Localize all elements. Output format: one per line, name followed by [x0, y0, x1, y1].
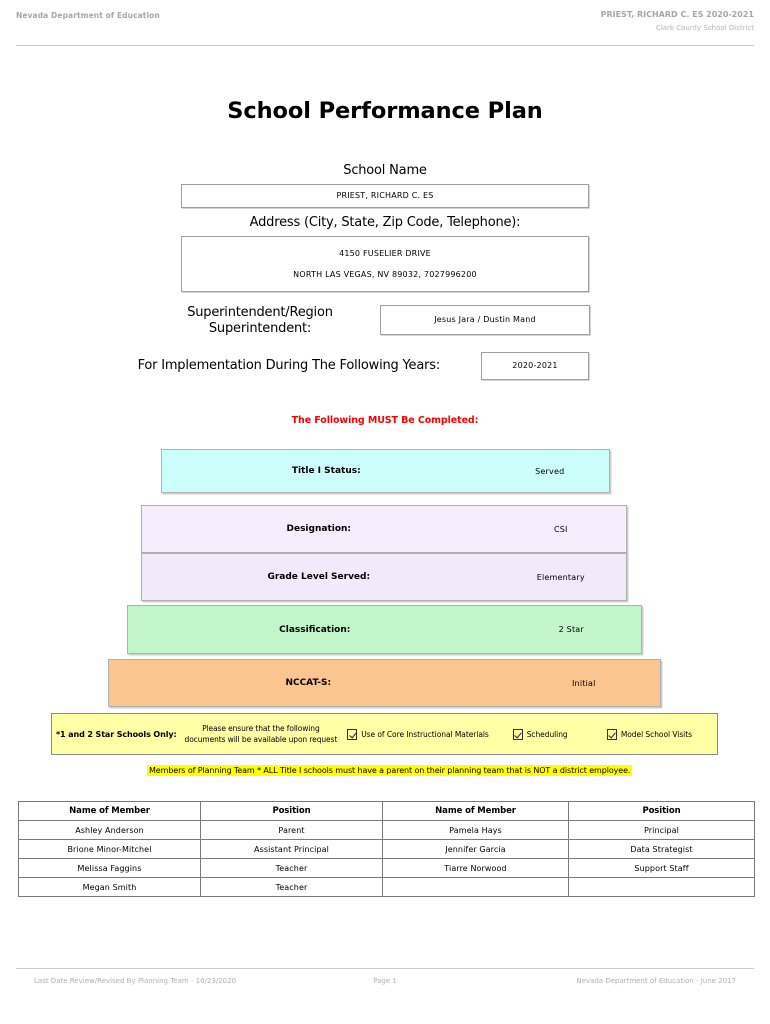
band-classification-label: Classification:: [279, 624, 351, 635]
band-grade-level-served-value: Elementary: [536, 572, 585, 582]
checkbox-core-instructional-materials[interactable]: Use of Core Instructional Materials: [341, 728, 498, 740]
table-row: Brione Minor-Mitchel Assistant Principal…: [18, 839, 755, 859]
page-title: School Performance Plan: [227, 98, 543, 124]
checkmark-icon[interactable]: [606, 728, 617, 740]
cell-member-position[interactable]: Support Staff: [568, 858, 755, 878]
column-header-name-2: Name of Member: [382, 801, 569, 821]
star-schools-note-line-2: documents will be available upon request: [184, 735, 338, 744]
school-name-value: PRIEST, RICHARD C. ES: [336, 191, 434, 201]
table-header-row: Name of Member Position Name of Member P…: [18, 801, 755, 821]
footer-divider: [16, 968, 754, 969]
band-title-i-status-value: Served: [535, 466, 565, 476]
footer-page-number: Page 1: [373, 977, 397, 985]
address-line-2: NORTH LAS VEGAS, NV 89032, 7027996200: [293, 269, 477, 279]
band-nccat-s-value: Initial: [572, 678, 596, 688]
superintendent-value: Jesus Jara / Dustin Mand: [434, 315, 536, 325]
band-classification-value: 2 Star: [558, 625, 584, 634]
column-header-position-2: Position: [568, 801, 755, 821]
cell-member-name[interactable]: Ashley Anderson: [18, 820, 201, 840]
page-header: Nevada Department of Education PRIEST, R…: [0, 0, 770, 48]
footer-source: Nevada Department of Education - June 20…: [576, 977, 736, 985]
cell-member-position[interactable]: Assistant Principal: [200, 839, 383, 859]
required-notice: The Following MUST Be Completed:: [291, 415, 479, 426]
cell-member-position[interactable]: Data Strategist: [568, 839, 755, 859]
cell-member-name[interactable]: Brione Minor-Mitchel: [18, 839, 201, 859]
table-row: Ashley Anderson Parent Pamela Hays Princ…: [18, 820, 755, 840]
checkmark-icon[interactable]: [347, 728, 358, 740]
cell-member-position[interactable]: Principal: [568, 820, 755, 840]
band-classification[interactable]: Classification: 2 Star: [127, 605, 642, 654]
cell-member-position[interactable]: Parent: [200, 820, 383, 840]
star-schools-note: Please ensure that the following documen…: [181, 723, 342, 746]
cell-member-name[interactable]: Pamela Hays: [382, 820, 569, 840]
checkbox-scheduling[interactable]: Scheduling: [499, 728, 601, 740]
band-nccat-s[interactable]: NCCAT-S: Initial: [108, 659, 661, 707]
header-divider: [16, 45, 754, 46]
cell-member-position[interactable]: Teacher: [200, 877, 383, 897]
band-nccat-s-label: NCCAT-S:: [285, 678, 332, 688]
checkbox-scheduling-label: Scheduling: [526, 729, 568, 739]
header-district-name: Clark County School District: [655, 24, 754, 32]
band-designation-value: CSI: [553, 524, 568, 534]
planning-team-table: Name of Member Position Name of Member P…: [18, 801, 755, 897]
checkmark-icon[interactable]: [512, 728, 523, 740]
cell-member-name[interactable]: Tiarre Norwood: [382, 858, 569, 878]
superintendent-label-line-2: Superintendent:: [208, 321, 312, 337]
cell-member-position[interactable]: [568, 877, 755, 897]
band-designation[interactable]: Designation: CSI: [141, 505, 627, 553]
column-header-name-1: Name of Member: [18, 801, 201, 821]
checkbox-model-school-visits-label: Model School Visits: [620, 729, 692, 739]
table-row: Melissa Faggins Teacher Tiarre Norwood S…: [18, 858, 755, 878]
cell-member-name[interactable]: [382, 877, 569, 897]
cell-member-name[interactable]: Jennifer Garcia: [382, 839, 569, 859]
checkbox-core-instructional-materials-label: Use of Core Instructional Materials: [361, 729, 489, 739]
address-field[interactable]: 4150 FUSELIER DRIVE NORTH LAS VEGAS, NV …: [181, 236, 589, 292]
star-schools-note-line-1: Please ensure that the following: [202, 723, 320, 733]
table-row: Megan Smith Teacher: [18, 877, 755, 897]
star-schools-requirements-strip: *1 and 2 Star Schools Only: Please ensur…: [51, 713, 718, 755]
implementation-years-field[interactable]: 2020-2021: [481, 352, 589, 380]
header-agency-name: Nevada Department of Education: [16, 11, 160, 20]
address-label: Address (City, State, Zip Code, Telephon…: [249, 215, 521, 230]
footer-revision-date: Last Date Review/Revised By Planning Tea…: [34, 977, 237, 985]
superintendent-field[interactable]: Jesus Jara / Dustin Mand: [380, 305, 590, 335]
cell-member-name[interactable]: Megan Smith: [18, 877, 201, 897]
implementation-years-value: 2020-2021: [512, 361, 558, 371]
band-title-i-status[interactable]: Title I Status: Served: [161, 449, 610, 493]
address-line-1: 4150 FUSELIER DRIVE: [339, 248, 431, 258]
band-grade-level-served[interactable]: Grade Level Served: Elementary: [141, 553, 627, 601]
band-designation-label: Designation:: [286, 524, 352, 534]
superintendent-label-line-1: Superintendent/Region: [187, 305, 333, 320]
checkbox-model-school-visits[interactable]: Model School Visits: [601, 728, 717, 740]
star-schools-title: *1 and 2 Star Schools Only:: [55, 729, 177, 739]
cell-member-name[interactable]: Melissa Faggins: [18, 858, 201, 878]
school-name-label: School Name: [343, 163, 427, 178]
superintendent-label: Superintendent/Region Superintendent:: [150, 305, 370, 338]
band-title-i-status-label: Title I Status:: [291, 466, 361, 476]
header-school-year: PRIEST, RICHARD C. ES 2020-2021: [600, 10, 754, 19]
band-grade-level-served-label: Grade Level Served:: [267, 572, 371, 582]
school-name-field[interactable]: PRIEST, RICHARD C. ES: [181, 184, 589, 208]
planning-team-note: Members of Planning Team * ALL Title I s…: [147, 765, 633, 776]
column-header-position-1: Position: [200, 801, 383, 821]
cell-member-position[interactable]: Teacher: [200, 858, 383, 878]
implementation-years-label: For Implementation During The Following …: [137, 358, 441, 373]
